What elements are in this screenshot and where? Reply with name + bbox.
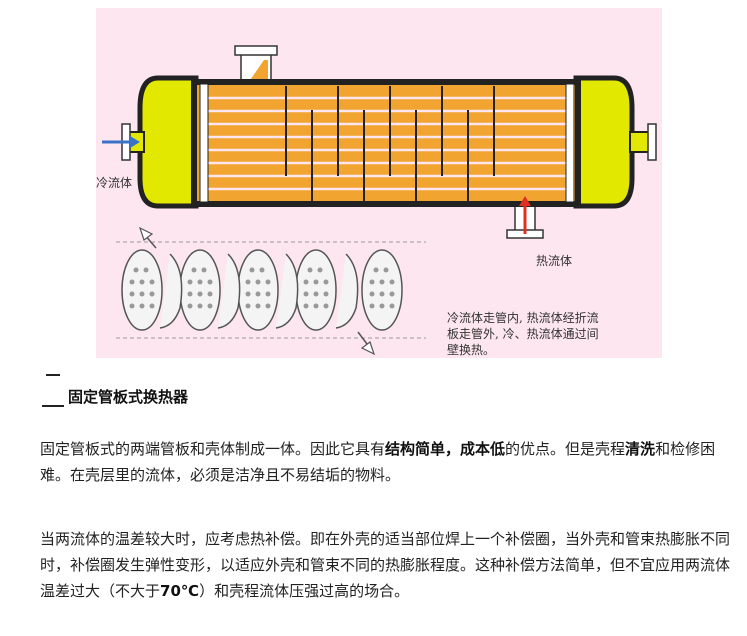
- heading-mark: [46, 374, 60, 376]
- note-line: 板走管外, 冷、热流体通过间: [447, 327, 599, 341]
- left-head: [137, 75, 199, 209]
- para1-bold-1: 结构简单，成本低: [385, 440, 506, 458]
- hot-fluid-label: 热流体: [536, 254, 573, 268]
- shell: [191, 79, 581, 207]
- baffle-plates-illustration: [116, 226, 426, 356]
- right-nozzle: [629, 131, 651, 153]
- paragraph-2: 当两流体的温差较大时，应考虑热补偿。即在外壳的适当部位焊上一个补偿圈，当外壳和管…: [40, 526, 730, 604]
- baffles: [285, 86, 495, 202]
- hot-arrow-head: [519, 196, 531, 206]
- section-title: 固定管板式换热器: [68, 388, 189, 406]
- tube-sheets: [199, 83, 575, 203]
- note-line: 壁换热。: [447, 343, 496, 357]
- diagram-note: 冷流体走管内, 热流体经折流 板走管外, 冷、热流体通过间 壁换热。: [447, 310, 647, 358]
- tube-bundle: [208, 96, 566, 191]
- heat-exchanger-diagram: [102, 45, 657, 356]
- cold-fluid-label: 冷流体: [96, 176, 133, 190]
- para2-text-2: ）和壳程流体压强过高的场合。: [199, 582, 410, 600]
- para2-text-1: 当两流体的温差较大时，应考虑热补偿。即在外壳的适当部位焊上一个补偿圈，当外壳和管…: [40, 530, 731, 600]
- cold-arrow-head: [130, 136, 140, 148]
- heat-exchanger-figure: 冷流体 热流体 冷流体走管内, 热流体经折流 板走管外, 冷、热流体通过间 壁换…: [96, 8, 662, 358]
- para1-text-3: 和检修困难。在壳层里的流体，必须是洁净且不易结垢的物料。: [40, 440, 716, 484]
- heading-underline: [42, 405, 64, 407]
- right-flange: [647, 123, 657, 161]
- para1-text-2: 的优点。但是壳程: [505, 440, 626, 458]
- para1-bold-2: 清洗: [625, 440, 656, 458]
- note-line: 冷流体走管内, 热流体经折流: [447, 311, 599, 325]
- para1-text-1: 固定管板式的两端管板和壳体制成一体。因此它具有: [40, 440, 386, 458]
- paragraph-1: 固定管板式的两端管板和壳体制成一体。因此它具有结构简单，成本低的优点。但是壳程清…: [40, 436, 730, 488]
- right-head: [573, 75, 635, 209]
- top-flange: [234, 45, 278, 56]
- para2-bold-1: 70℃: [160, 582, 200, 600]
